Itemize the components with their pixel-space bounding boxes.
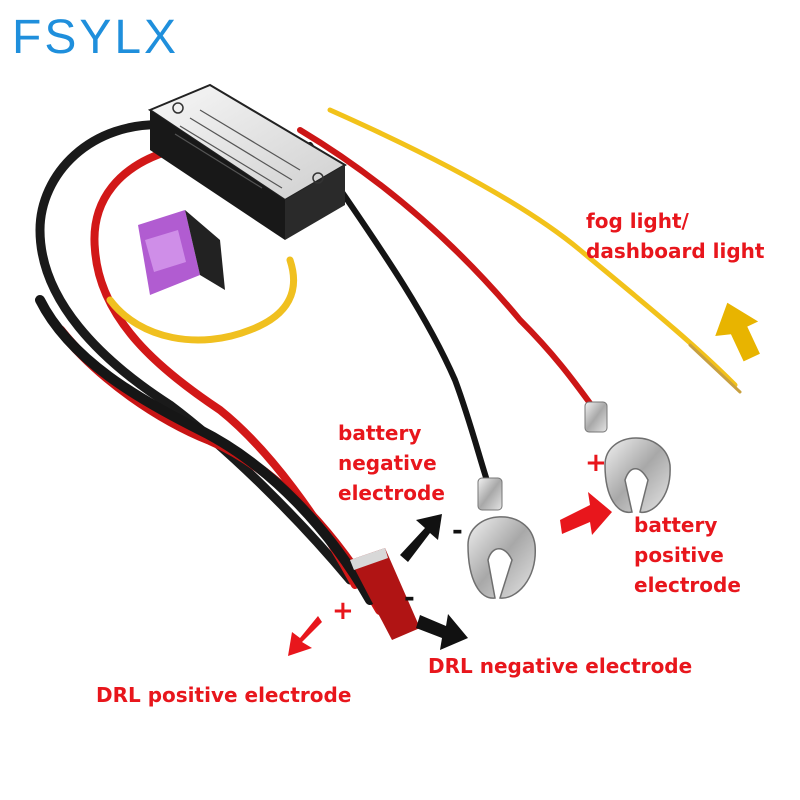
brand-logo: FSYLX <box>12 11 180 64</box>
black-arrow-battery-negative <box>400 514 442 562</box>
wire-black-drl <box>35 295 375 605</box>
wire-black-negative <box>307 142 493 493</box>
ring-terminal-negative <box>467 477 536 599</box>
minus-sign-battery: - <box>452 516 463 546</box>
drl-wire-tips <box>350 548 420 640</box>
black-arrow-drl-negative <box>416 614 468 650</box>
fuse-holder <box>138 210 225 295</box>
red-arrow-drl-positive <box>288 616 322 656</box>
label-battery-positive-line3: electrode <box>634 573 741 597</box>
plus-sign-battery: + <box>585 448 607 478</box>
label-drl-positive: DRL positive electrode <box>96 683 352 707</box>
wire-yellow-fog-bare-tip <box>688 343 742 394</box>
label-fog-light-line2: dashboard light <box>586 239 765 263</box>
yellow-arrow <box>715 302 760 362</box>
plus-sign-drl: + <box>332 596 354 626</box>
label-battery-positive-line2: positive <box>634 543 724 567</box>
red-arrow-battery-positive <box>560 492 612 535</box>
label-battery-negative-line1: battery <box>338 421 422 445</box>
label-battery-positive-line1: battery <box>634 513 718 537</box>
label-drl-negative: DRL negative electrode <box>428 654 693 678</box>
ring-terminal-positive <box>584 401 671 514</box>
wire-yellow-fog <box>327 107 738 388</box>
wire-yellow-loop <box>106 256 298 344</box>
minus-sign-drl: - <box>404 583 415 613</box>
label-battery-negative-line2: negative <box>338 451 437 475</box>
wire-black-loop <box>35 120 355 585</box>
label-fog-light-line1: fog light/ <box>586 209 689 233</box>
controller-box <box>147 83 347 240</box>
label-fog-light: fog light/ dashboard light <box>586 206 764 266</box>
wire-red-loop <box>90 146 359 589</box>
label-battery-positive: battery positive electrode <box>634 510 741 600</box>
wire-red-positive <box>297 127 598 413</box>
wire-bundle <box>35 107 742 615</box>
label-battery-negative-line3: electrode <box>338 481 445 505</box>
label-battery-negative: battery negative electrode <box>338 418 445 508</box>
